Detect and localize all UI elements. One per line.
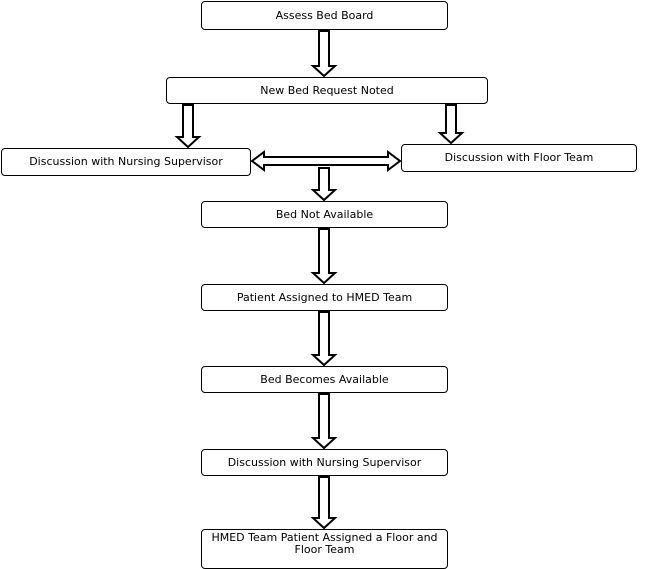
step-bed-not-available: Bed Not Available — [201, 201, 448, 228]
arrow-nursing-floor-bidirectional — [250, 150, 402, 172]
step-discussion-nursing-supervisor: Discussion with Nursing Supervisor — [1, 148, 251, 176]
arrow-request-to-nursing — [174, 104, 202, 149]
arrow-to-discussion-nursing-2 — [310, 393, 338, 450]
step-hmed-team-patient-assigned-floor: HMED Team Patient Assigned a Floor and F… — [201, 529, 448, 569]
step-assess-bed-board: Assess Bed Board — [201, 1, 448, 30]
arrow-to-final-assignment — [310, 476, 338, 530]
arrow-request-to-floor — [437, 104, 465, 145]
arrow-to-bed-becomes-available — [310, 311, 338, 367]
step-new-bed-request-noted: New Bed Request Noted — [166, 77, 488, 104]
step-patient-assigned-hmed-team: Patient Assigned to HMED Team — [201, 284, 448, 311]
step-bed-becomes-available: Bed Becomes Available — [201, 366, 448, 393]
arrow-assess-to-request — [310, 30, 338, 78]
arrow-to-bed-not-available — [310, 167, 338, 202]
arrow-to-patient-assigned — [310, 228, 338, 285]
step-discussion-floor-team: Discussion with Floor Team — [401, 144, 637, 172]
step-discussion-nursing-supervisor-2: Discussion with Nursing Supervisor — [201, 449, 448, 476]
